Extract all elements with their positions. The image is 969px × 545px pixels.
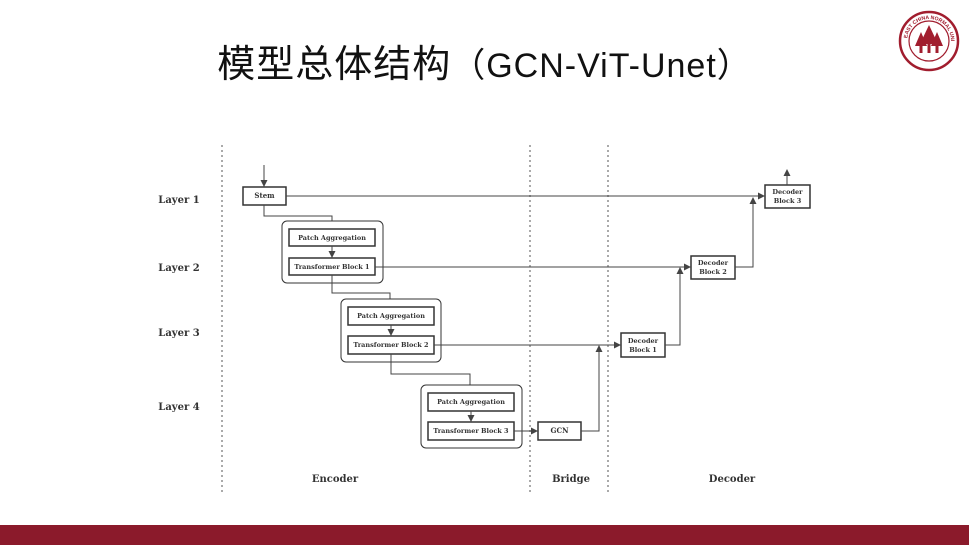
decoder-block-1 [620,332,666,358]
transformer-block-1-label: Transformer Block 1 [294,263,369,271]
decoder-block-1-line2: Block 1 [629,346,657,354]
decoder-block-3-line1: Decoder [772,188,803,196]
stem-label: Stem [254,191,275,200]
decoder-block-1-line1: Decoder [628,337,659,345]
decoder-block-2-line1: Decoder [698,259,729,267]
section-label-encoder: Encoder [312,474,359,485]
slide-title: 模型总体结构（GCN-ViT-Unet） [0,33,969,88]
connector-decoder2-up [735,197,757,268]
footer-bar [0,525,969,545]
section-label-decoder: Decoder [709,474,756,485]
connector-gcn-up [581,345,603,432]
decoder-block-3-line2: Block 3 [774,197,802,205]
university-seal-icon: EAST CHINA NORMAL UNIVERSITY [898,10,960,72]
connector-stage2-to-stage3 [390,354,474,393]
patch-aggregation-1-label: Patch Aggregation [298,234,366,242]
layer-label-2: Layer 2 [158,263,199,274]
decoder-block-2-line2: Block 2 [699,268,727,276]
section-label-bridge: Bridge [552,474,590,485]
transformer-block-3-label: Transformer Block 3 [433,427,509,435]
layer-label-4: Layer 4 [158,402,199,413]
layer-label-3: Layer 3 [158,328,199,339]
layer-label-1: Layer 1 [158,195,199,206]
gcn-label: GCN [551,426,570,435]
transformer-block-2-label: Transformer Block 2 [353,341,428,349]
patch-aggregation-3-label: Patch Aggregation [437,398,505,406]
connector-decoder1-up [665,267,684,346]
patch-aggregation-2-label: Patch Aggregation [357,312,425,320]
slide-title-chinese: 模型总体结构 [217,42,452,86]
slide-title-model-name: （GCN-ViT-Unet） [451,47,752,85]
